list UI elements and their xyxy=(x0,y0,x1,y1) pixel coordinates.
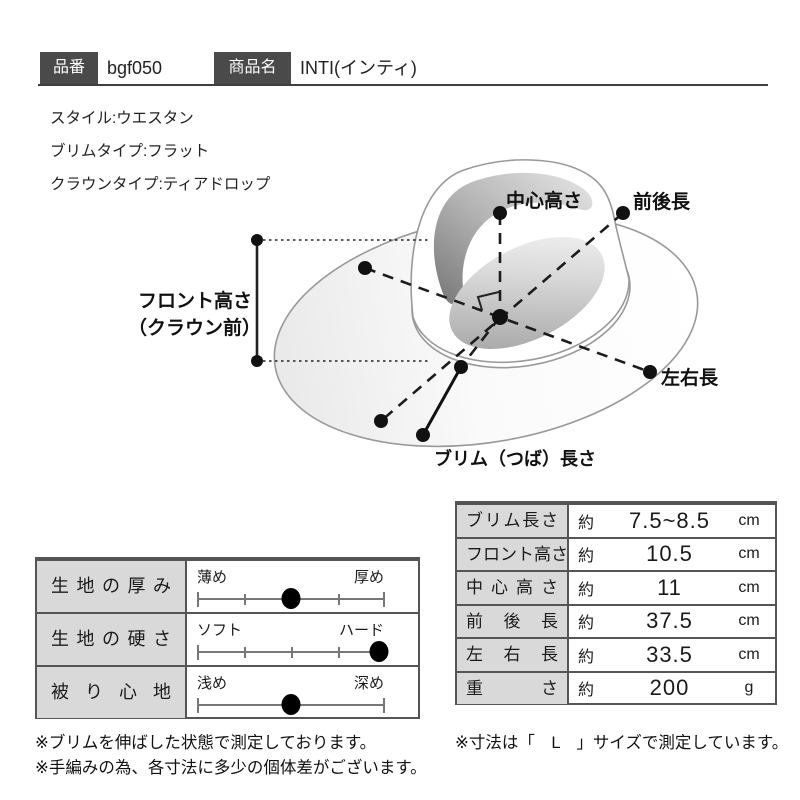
attribute-label: 生地の硬さ xyxy=(37,612,187,665)
front-height-measure xyxy=(255,239,431,362)
measurement-value-row: 約 37.5 cm xyxy=(569,603,775,638)
measurement-unit: cm xyxy=(738,545,760,563)
approx-prefix: 約 xyxy=(578,615,595,633)
fabric-attributes-table: 生地の厚み 薄め 厚め 生地の硬さ ソフト ハード 被り心地 浅め 深め xyxy=(35,557,420,719)
dashed-measure-lines xyxy=(364,212,651,422)
style-line: スタイル:ウエスタン xyxy=(50,110,194,127)
measurement-label: ブリム長さ xyxy=(457,503,569,537)
measurement-unit: cm xyxy=(738,645,760,663)
measurement-value: 200 xyxy=(649,675,690,701)
brim-length-label: ブリム（つば）長さ xyxy=(434,449,596,469)
measurement-label: 左右長 xyxy=(457,637,569,671)
measurement-value: 33.5 xyxy=(646,641,693,667)
attribute-scale-fit: 浅め 深め xyxy=(187,665,418,718)
measurement-label: 重さ xyxy=(457,670,569,704)
scale-track xyxy=(197,641,389,662)
approx-prefix: 約 xyxy=(578,514,595,532)
measurement-value: 37.5 xyxy=(646,608,693,634)
item-number-value: bgf050 xyxy=(107,58,163,78)
front-height-label: フロント高さ （クラウン前） xyxy=(128,288,262,342)
measurement-value-row: 約 10.5 cm xyxy=(569,536,775,571)
scale-max-label: 深め xyxy=(353,675,384,692)
scale-max-label: 厚め xyxy=(353,569,384,586)
attribute-scale-thickness: 薄め 厚め xyxy=(187,559,418,612)
measurement-value-row: 約 11 cm xyxy=(569,570,775,604)
approx-prefix: 約 xyxy=(578,682,595,700)
measurement-unit: cm xyxy=(738,511,760,529)
footnote-brim-measure: ※ブリムを伸ばした状態で測定しております。 xyxy=(35,734,377,752)
footnotes-left: ※ブリムを伸ばした状態で測定しております。 ※手編みの為、各寸法に多少の個体差が… xyxy=(35,731,427,781)
scale-track xyxy=(197,588,385,609)
attribute-label: 生地の厚み xyxy=(37,559,187,612)
product-name-value: INTI(インティ) xyxy=(300,58,417,78)
scale-max-label: ハード xyxy=(338,622,384,639)
scale-value-dot xyxy=(281,694,301,715)
measurement-unit: cm xyxy=(738,578,760,596)
scale-value-dot xyxy=(369,641,389,662)
measurement-value: 10.5 xyxy=(646,541,693,567)
left-right-length-label: 左右長 xyxy=(661,368,719,389)
scale-min-label: ソフト xyxy=(197,622,243,639)
measurement-label: 中心高さ xyxy=(457,570,569,604)
scale-value-dot xyxy=(281,588,301,609)
measure-dots xyxy=(251,206,657,442)
measurement-label: フロント高さ xyxy=(457,536,569,570)
measurement-label: 前後長 xyxy=(457,603,569,637)
crown-dent-center xyxy=(449,237,605,349)
approx-prefix: 約 xyxy=(578,648,595,666)
product-name-label: 商品名 xyxy=(214,52,291,84)
right-angle-mark xyxy=(476,291,500,311)
scale-min-label: 浅め xyxy=(197,675,228,692)
footnote-handmade: ※手編みの為、各寸法に多少の個体差がございます。 xyxy=(35,759,427,777)
measurement-value-row: 約 33.5 cm xyxy=(569,637,775,671)
front-height-label-line1: フロント高さ xyxy=(137,291,252,312)
measurements-table: ブリム長さ 約 7.5~8.5 cm フロント高さ 約 10.5 cm 中心高さ… xyxy=(455,501,777,705)
approx-prefix: 約 xyxy=(578,581,595,599)
front-back-length-label: 前後長 xyxy=(633,192,691,213)
attribute-scale-hardness: ソフト ハード xyxy=(187,612,418,665)
measurement-value: 7.5~8.5 xyxy=(628,507,710,533)
footnote-size: ※寸法は「 L 」サイズで測定しています。 xyxy=(455,734,789,752)
center-height-label: 中心高さ xyxy=(506,191,583,212)
measurement-value: 11 xyxy=(657,574,682,600)
measurement-unit: cm xyxy=(738,612,760,630)
front-height-label-line2: （クラウン前） xyxy=(128,318,262,339)
measurement-value-row: 約 7.5~8.5 cm xyxy=(569,503,775,537)
crown-type-line: クラウンタイプ:ティアドロップ xyxy=(50,176,271,193)
scale-track xyxy=(197,694,385,715)
brim-length-line xyxy=(421,366,463,436)
attribute-label: 被り心地 xyxy=(37,665,187,718)
brim-type-line: ブリムタイプ:フラット xyxy=(50,143,210,160)
scale-min-label: 薄め xyxy=(197,569,228,586)
measurement-value-row: 約 200 g xyxy=(569,670,775,705)
approx-prefix: 約 xyxy=(578,548,595,566)
style-info: スタイル:ウエスタン ブリムタイプ:フラット クラウンタイプ:ティアドロップ xyxy=(50,102,270,201)
header-divider xyxy=(38,84,768,86)
measurement-unit: g xyxy=(744,679,754,697)
item-number-label: 品番 xyxy=(40,52,98,84)
